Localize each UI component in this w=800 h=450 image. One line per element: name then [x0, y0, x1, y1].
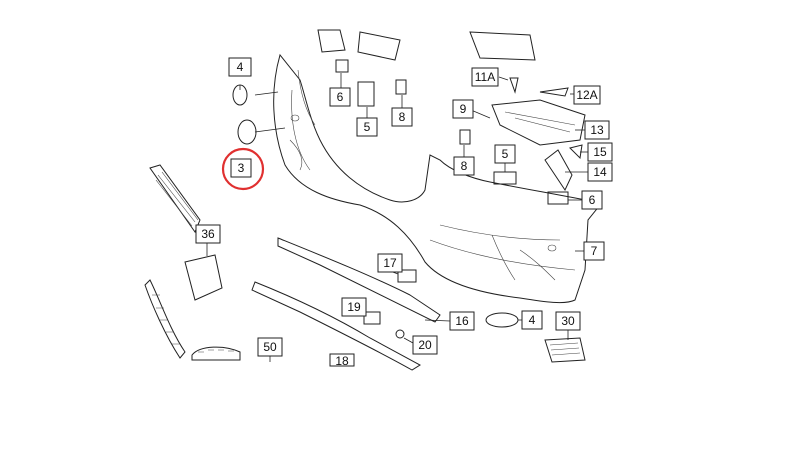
svg-text:36: 36: [201, 227, 215, 241]
svg-text:15: 15: [593, 145, 607, 159]
label-15: 15: [587, 142, 613, 162]
left-grille-upper: [149, 164, 201, 234]
svg-text:11A: 11A: [475, 70, 495, 84]
washer-cap-3: [237, 119, 257, 145]
highlight-circle: [221, 147, 265, 191]
label-4-bottom: 4: [521, 310, 543, 330]
right-reflector: [544, 149, 573, 192]
screw-20: [395, 329, 405, 339]
bracket-13: [491, 99, 586, 146]
svg-text:16: 16: [455, 314, 469, 328]
svg-text:8: 8: [461, 159, 468, 173]
svg-text:5: 5: [502, 147, 509, 161]
label-5-top: 5: [356, 117, 378, 137]
clip-17: [397, 269, 417, 283]
label-30: 30: [555, 311, 581, 331]
label-16: 16: [449, 311, 475, 331]
svg-text:20: 20: [418, 338, 432, 352]
label-50: 50: [257, 337, 283, 357]
label-17: 17: [377, 253, 403, 273]
clip-12a: [539, 87, 569, 97]
svg-text:30: 30: [561, 314, 575, 328]
label-7: 7: [583, 241, 605, 261]
label-18: 18: [329, 353, 355, 368]
svg-text:19: 19: [347, 300, 361, 314]
label-8-top: 8: [391, 107, 413, 127]
fog-lamp-cover: [184, 254, 223, 301]
label-19: 19: [341, 297, 367, 317]
svg-text:50: 50: [263, 340, 277, 354]
label-12a: 12A: [573, 85, 601, 105]
label-11a: 11A: [471, 67, 499, 87]
svg-text:13: 13: [590, 123, 604, 137]
top-bracket-mid: [357, 31, 401, 61]
right-small-grille: [544, 337, 586, 363]
label-8-mid: 8: [453, 156, 475, 176]
label-6-top: 6: [329, 87, 351, 107]
svg-text:14: 14: [593, 165, 607, 179]
label-3: 3: [230, 158, 252, 178]
svg-text:6: 6: [589, 193, 596, 207]
svg-text:3: 3: [238, 161, 245, 175]
svg-text:7: 7: [591, 244, 598, 258]
top-bracket-left: [317, 29, 346, 53]
clip-5-top: [357, 81, 375, 107]
svg-text:9: 9: [460, 102, 467, 116]
svg-text:8: 8: [399, 110, 406, 124]
svg-text:17: 17: [383, 256, 397, 270]
svg-text:4: 4: [237, 60, 244, 74]
clip-19: [363, 311, 381, 325]
svg-text:18: 18: [335, 354, 349, 368]
lower-trim-strip: [277, 237, 441, 323]
svg-text:5: 5: [364, 120, 371, 134]
svg-text:4: 4: [529, 313, 536, 327]
clip-6-right: [547, 191, 569, 205]
clip-5-mid: [493, 171, 517, 185]
svg-text:6: 6: [337, 90, 344, 104]
label-13: 13: [584, 120, 610, 140]
leader-lines: [206, 73, 588, 362]
svg-text:12A: 12A: [576, 88, 597, 102]
clip-8-mid: [459, 129, 471, 145]
label-20: 20: [412, 335, 438, 355]
top-bracket-right: [469, 31, 536, 61]
tow-hook-cap: [485, 312, 519, 328]
label-36: 36: [195, 224, 221, 244]
clip-15: [569, 144, 583, 160]
clip-6-top: [335, 59, 349, 73]
label-14: 14: [587, 162, 613, 182]
label-5-mid: 5: [494, 144, 516, 164]
lower-honeycomb-grille: [191, 346, 241, 361]
spoiler-strip: [251, 281, 421, 371]
clip-8-top: [395, 79, 407, 95]
label-4-top: 4: [228, 57, 252, 77]
left-grille-lower: [144, 279, 186, 359]
bolt-11a: [509, 77, 519, 94]
label-9: 9: [452, 99, 474, 119]
label-6-right: 6: [581, 190, 603, 210]
bumper-cover: [273, 53, 601, 304]
